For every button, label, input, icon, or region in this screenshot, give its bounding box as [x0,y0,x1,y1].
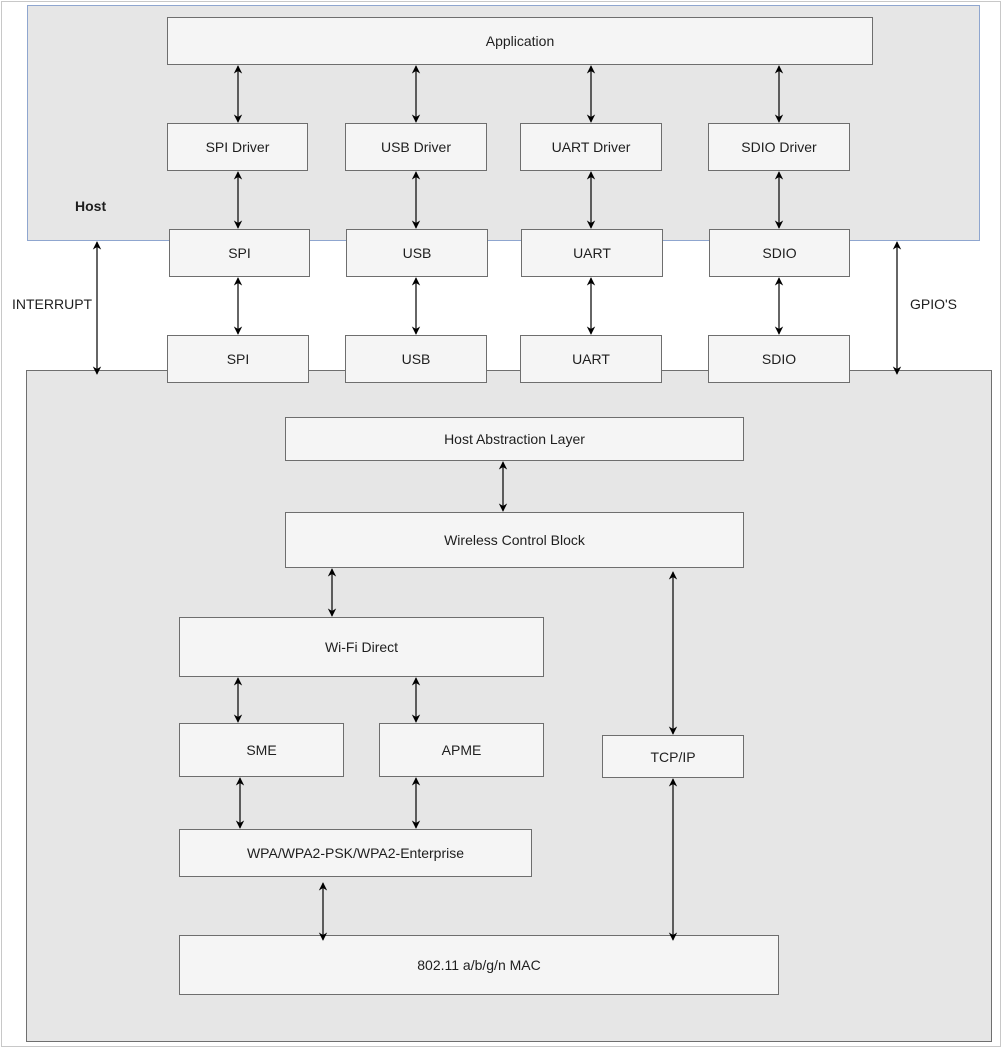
device-region [26,370,992,1042]
device-uart-box: UART [520,335,662,383]
host-abstraction-layer-box: Host Abstraction Layer [285,417,744,461]
sdio-driver-box: SDIO Driver [708,123,850,171]
device-usb-label: USB [401,351,431,367]
host-usb-box: USB [346,229,488,277]
application-label: Application [485,33,555,49]
host-usb-label: USB [402,245,432,261]
wifi-direct-label: Wi-Fi Direct [324,639,399,655]
mac-box: 802.11 a/b/g/n MAC [179,935,779,995]
sdio-driver-label: SDIO Driver [741,139,817,155]
wpa-box: WPA/WPA2-PSK/WPA2-Enterprise [179,829,532,877]
spi-driver-box: SPI Driver [167,123,308,171]
host-uart-label: UART [573,245,611,261]
wireless-control-block-box: Wireless Control Block [285,512,744,568]
apme-box: APME [379,723,544,777]
tcp-ip-box: TCP/IP [602,735,744,778]
usb-driver-label: USB Driver [380,139,451,155]
gpio-label: GPIO'S [910,296,958,312]
tcp-ip-label: TCP/IP [650,748,696,765]
host-label: Host [75,198,107,214]
device-spi-box: SPI [167,335,309,383]
application-box: Application [167,17,873,65]
device-sdio-box: SDIO [708,335,850,383]
device-usb-box: USB [345,335,487,383]
device-uart-label: UART [572,351,610,367]
sme-box: SME [179,723,344,777]
sme-label: SME [246,742,277,758]
wifi-direct-box: Wi-Fi Direct [179,617,544,677]
mac-label: 802.11 a/b/g/n MAC [417,957,541,973]
device-sdio-label: SDIO [761,351,797,367]
host-sdio-box: SDIO [709,229,850,277]
uart-driver-box: UART Driver [520,123,662,171]
wpa-label: WPA/WPA2-PSK/WPA2-Enterprise [246,845,465,861]
uart-driver-label: UART Driver [551,139,631,155]
apme-label: APME [441,742,482,758]
host-abstraction-layer-label: Host Abstraction Layer [444,431,585,447]
wireless-control-block-label: Wireless Control Block [444,532,585,548]
host-spi-box: SPI [169,229,310,277]
device-spi-label: SPI [226,351,250,367]
interrupt-label: INTERRUPT [12,296,93,312]
host-spi-label: SPI [228,245,251,261]
usb-driver-box: USB Driver [345,123,487,171]
host-sdio-label: SDIO [762,245,797,261]
host-uart-box: UART [521,229,663,277]
spi-driver-label: SPI Driver [205,139,270,155]
